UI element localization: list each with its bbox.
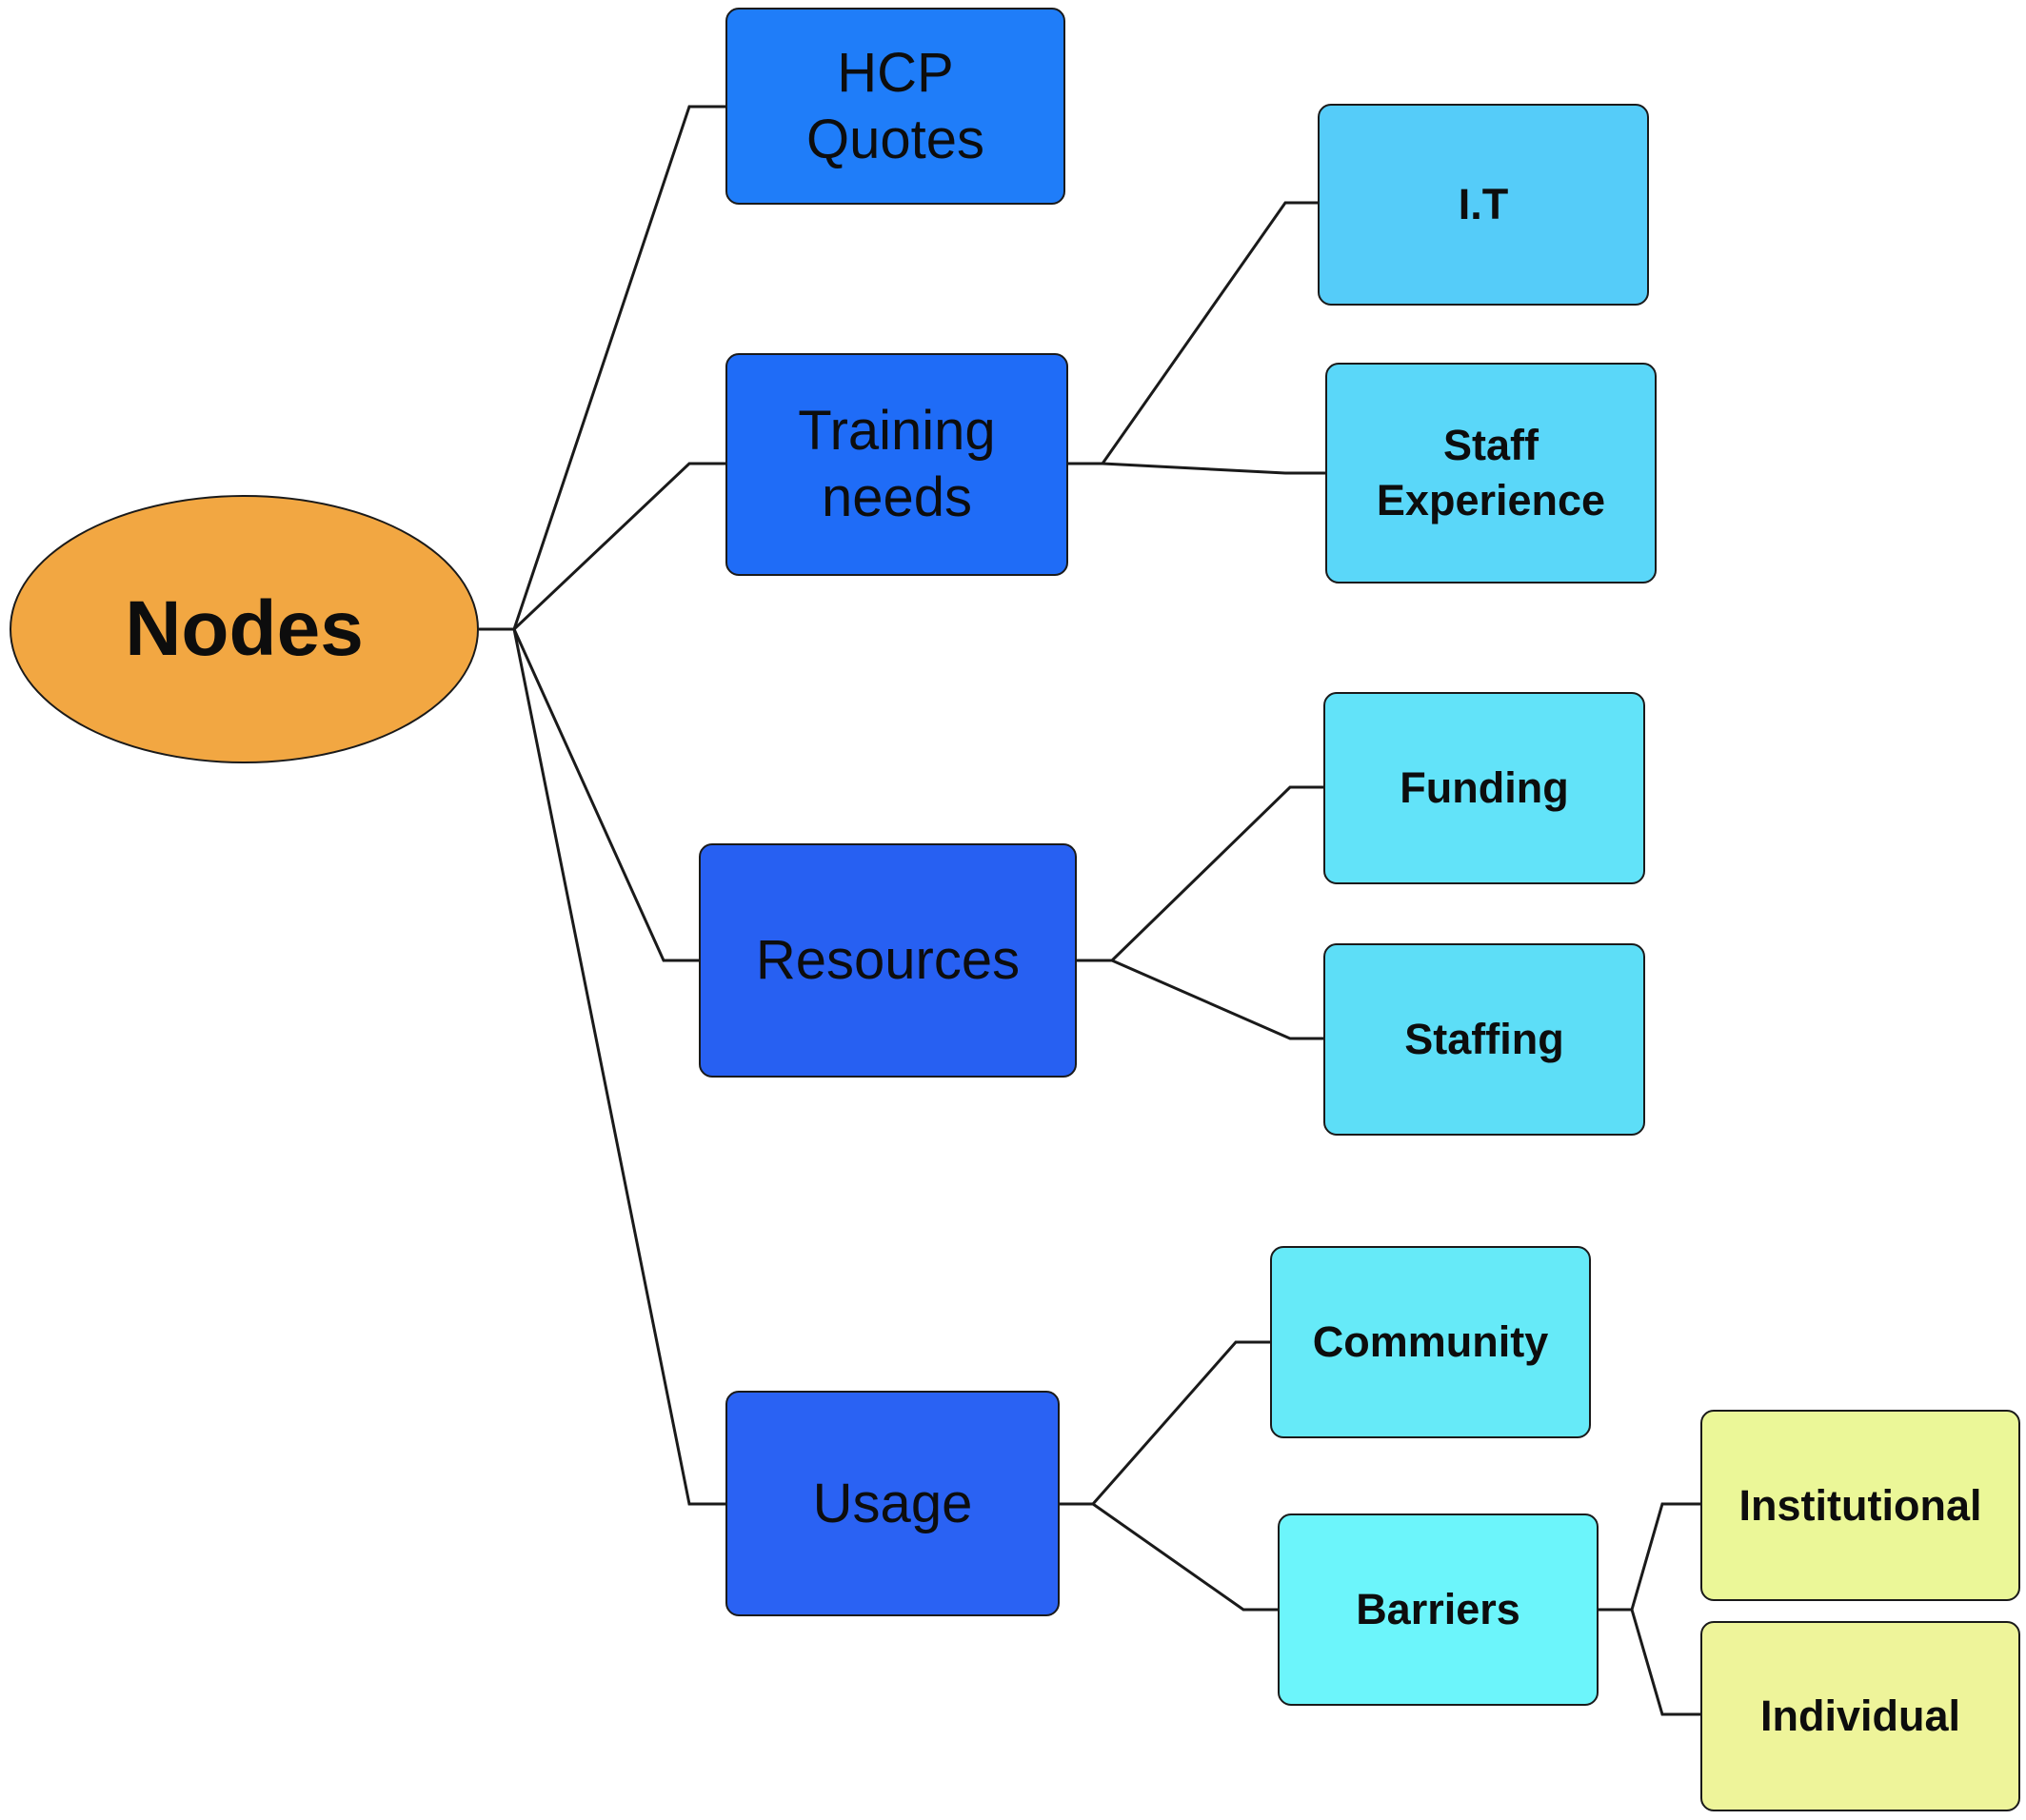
edge-barriers-individual xyxy=(1599,1608,1700,1716)
edge-training-it xyxy=(1068,201,1318,465)
node-resources-label: Resources xyxy=(755,929,1021,992)
node-hcp-quotes[interactable]: HCP Quotes xyxy=(725,8,1065,205)
edge-resources-staffing xyxy=(1077,959,1323,1040)
node-hcp-quotes-label: HCP Quotes xyxy=(806,41,984,170)
node-institutional[interactable]: Institutional xyxy=(1700,1410,2020,1601)
node-staff-experience[interactable]: Staff Experience xyxy=(1325,363,1657,584)
edge-resources-funding xyxy=(1077,785,1323,962)
node-institutional-label: Institutional xyxy=(1738,1480,1982,1530)
node-staffing-label: Staffing xyxy=(1404,1014,1564,1063)
node-funding[interactable]: Funding xyxy=(1323,692,1645,884)
node-individual[interactable]: Individual xyxy=(1700,1621,2020,1811)
edge-nodes-usage xyxy=(479,627,725,1506)
node-staff-experience-label: Staff Experience xyxy=(1376,420,1606,525)
node-it[interactable]: I.T xyxy=(1318,104,1649,306)
edge-nodes-resources xyxy=(479,627,699,962)
node-community[interactable]: Community xyxy=(1270,1246,1591,1438)
node-individual-label: Individual xyxy=(1759,1691,1960,1740)
node-usage-label: Usage xyxy=(812,1472,973,1534)
node-staffing[interactable]: Staffing xyxy=(1323,943,1645,1136)
node-training-needs[interactable]: Training needs xyxy=(725,353,1068,576)
edges xyxy=(479,105,1700,1716)
node-it-label: I.T xyxy=(1458,179,1509,228)
node-barriers-label: Barriers xyxy=(1356,1584,1520,1633)
edge-usage-barriers xyxy=(1060,1502,1278,1612)
node-community-label: Community xyxy=(1312,1316,1549,1366)
edge-usage-community xyxy=(1060,1340,1270,1506)
node-usage[interactable]: Usage xyxy=(725,1391,1060,1616)
node-resources[interactable]: Resources xyxy=(699,843,1077,1078)
root-node-label: Nodes xyxy=(125,585,364,672)
node-barriers[interactable]: Barriers xyxy=(1278,1513,1599,1706)
root-node-nodes[interactable]: Nodes xyxy=(10,495,479,763)
node-training-needs-label: Training needs xyxy=(798,400,996,528)
edge-training-staff-experience xyxy=(1068,462,1325,475)
edge-nodes-training-needs xyxy=(479,462,725,631)
node-funding-label: Funding xyxy=(1400,762,1569,812)
edge-nodes-hcp-quotes xyxy=(479,105,725,631)
edge-barriers-institutional xyxy=(1599,1502,1700,1612)
